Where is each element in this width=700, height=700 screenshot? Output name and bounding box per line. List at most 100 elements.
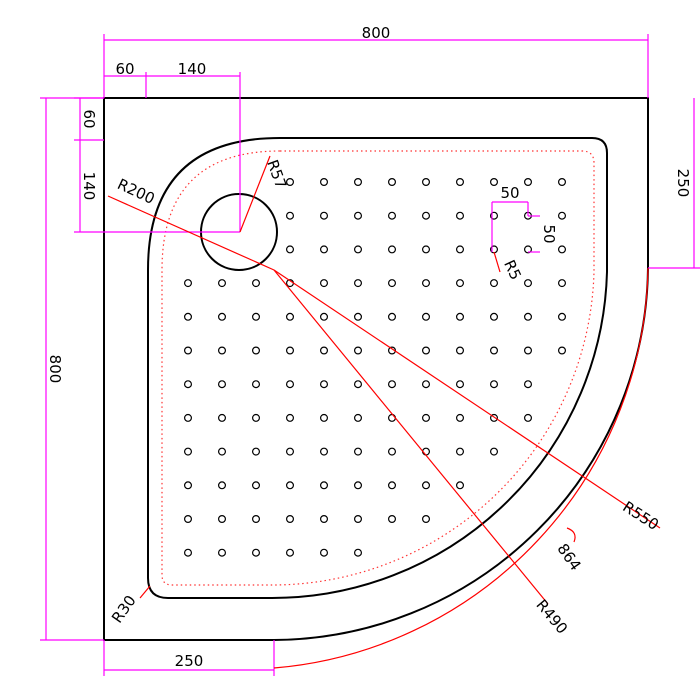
drain-hole bbox=[218, 548, 227, 557]
drain-hole bbox=[354, 346, 363, 355]
drain-hole bbox=[456, 447, 465, 456]
radius-r30: R30 bbox=[108, 592, 140, 627]
drain-hole bbox=[456, 279, 465, 288]
drain-hole bbox=[490, 211, 499, 220]
drain-hole bbox=[523, 413, 532, 422]
drain-hole bbox=[218, 380, 227, 389]
drain-hole bbox=[218, 346, 227, 355]
drain-hole bbox=[388, 380, 397, 389]
drain-hole bbox=[388, 413, 397, 422]
drain-hole bbox=[422, 312, 431, 321]
drain-hole bbox=[286, 514, 295, 523]
drain-hole bbox=[320, 346, 329, 355]
dim-left-140: 140 bbox=[80, 172, 98, 201]
dimension-lines bbox=[40, 34, 700, 676]
drain-hole bbox=[557, 312, 566, 321]
drain-hole bbox=[456, 211, 465, 220]
drain-hole bbox=[252, 346, 261, 355]
drain-hole bbox=[354, 178, 363, 187]
drain-hole bbox=[286, 346, 295, 355]
drain-hole bbox=[490, 346, 499, 355]
drain-hole bbox=[388, 514, 397, 523]
drain-hole bbox=[320, 211, 329, 220]
drain-hole bbox=[557, 346, 566, 355]
drain-hole bbox=[557, 178, 566, 187]
radius-r490: R490 bbox=[532, 596, 571, 637]
drain-hole bbox=[286, 178, 295, 187]
drain-hole bbox=[218, 279, 227, 288]
drain-hole bbox=[286, 211, 295, 220]
drain-hole bbox=[320, 481, 329, 490]
drain-hole bbox=[456, 245, 465, 254]
drain-hole bbox=[184, 548, 193, 557]
drain-hole bbox=[320, 413, 329, 422]
drain-hole bbox=[557, 211, 566, 220]
drain-hole bbox=[523, 346, 532, 355]
dim-top-140: 140 bbox=[178, 60, 207, 78]
radius-r5: R5 bbox=[500, 257, 525, 283]
drain-hole bbox=[523, 178, 532, 187]
drain-hole bbox=[456, 178, 465, 187]
drain-hole bbox=[354, 211, 363, 220]
drain-hole bbox=[320, 245, 329, 254]
drain-hole bbox=[388, 245, 397, 254]
radius-r550: R550 bbox=[619, 498, 662, 534]
basin-outline bbox=[147, 137, 608, 599]
drain-hole bbox=[252, 481, 261, 490]
drain-hole bbox=[218, 413, 227, 422]
drain-hole bbox=[456, 481, 465, 490]
drain-hole bbox=[490, 380, 499, 389]
drain-hole bbox=[490, 178, 499, 187]
drain-hole bbox=[354, 481, 363, 490]
drain-hole bbox=[456, 380, 465, 389]
drain-hole bbox=[523, 312, 532, 321]
drain-hole bbox=[490, 413, 499, 422]
drain-hole bbox=[354, 312, 363, 321]
dim-overall-height: 800 bbox=[46, 355, 64, 384]
drain-hole bbox=[286, 548, 295, 557]
drain-hole bbox=[286, 380, 295, 389]
drain-hole bbox=[388, 481, 397, 490]
drain-hole bbox=[184, 447, 193, 456]
drain-hole bbox=[354, 548, 363, 557]
drain-hole bbox=[354, 514, 363, 523]
drain-hole bbox=[422, 279, 431, 288]
arc-length-864: 864 bbox=[554, 540, 585, 574]
drain-hole bbox=[456, 346, 465, 355]
drain-hole bbox=[422, 211, 431, 220]
drain-hole bbox=[286, 245, 295, 254]
drain-hole bbox=[490, 447, 499, 456]
radius-r57: R57 bbox=[263, 157, 290, 191]
drain-hole bbox=[252, 514, 261, 523]
drain-hole bbox=[388, 279, 397, 288]
drain-hole bbox=[218, 312, 227, 321]
dim-top-60: 60 bbox=[115, 60, 134, 78]
drain-hole bbox=[320, 380, 329, 389]
drain-hole bbox=[218, 514, 227, 523]
drain-hole bbox=[252, 447, 261, 456]
drain-hole bbox=[286, 447, 295, 456]
drain-hole bbox=[422, 380, 431, 389]
drain-hole bbox=[490, 279, 499, 288]
drain-hole bbox=[523, 380, 532, 389]
drain-hole bbox=[388, 178, 397, 187]
drain-hole bbox=[320, 312, 329, 321]
dim-bottom-250: 250 bbox=[175, 652, 204, 670]
drain-hole bbox=[422, 413, 431, 422]
drain-hole bbox=[252, 312, 261, 321]
drain-hole bbox=[320, 548, 329, 557]
drain-hole bbox=[252, 413, 261, 422]
drain-hole bbox=[422, 514, 431, 523]
drain-hole bbox=[354, 413, 363, 422]
drain-hole bbox=[523, 245, 532, 254]
drain-hole bbox=[490, 312, 499, 321]
drain-hole bbox=[557, 279, 566, 288]
drain-hole bbox=[354, 279, 363, 288]
drain-hole bbox=[456, 413, 465, 422]
drain-hole bbox=[422, 178, 431, 187]
drain-hole bbox=[354, 380, 363, 389]
drain-hole bbox=[422, 245, 431, 254]
dim-right-250: 250 bbox=[674, 169, 692, 198]
drain-hole bbox=[320, 178, 329, 187]
